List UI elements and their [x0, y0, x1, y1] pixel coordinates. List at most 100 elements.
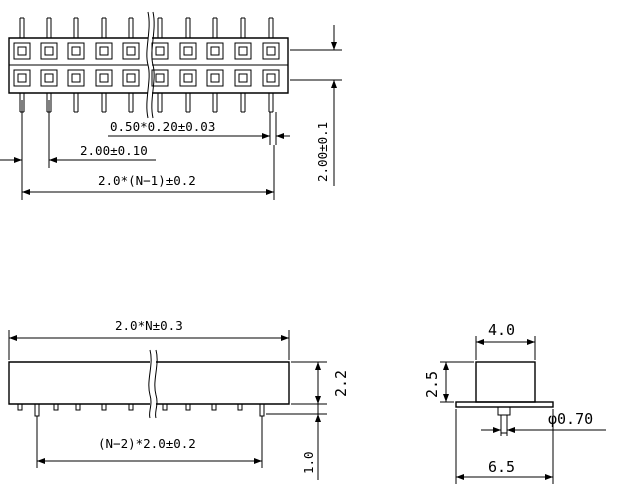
- end-height-arrow-top: [443, 362, 449, 370]
- contact-cell: [151, 42, 169, 60]
- side-view-pins: [17, 403, 265, 417]
- contact-cell: [122, 69, 140, 87]
- pin-dia-label: φ0.70: [548, 410, 593, 428]
- side-view-body-right: [156, 361, 290, 405]
- pin-width-label: 0.50*0.20±0.03: [110, 119, 215, 134]
- height-arrow-top: [315, 362, 321, 370]
- contact-hole: [183, 73, 193, 83]
- contact-cell: [40, 42, 58, 60]
- side-view-break-line-2: [154, 349, 158, 419]
- contact-hole: [238, 46, 248, 56]
- end-view-base: [455, 401, 554, 408]
- contact-cell: [206, 69, 224, 87]
- contact-hole: [238, 73, 248, 83]
- end-view: 4.0 2.5 φ0.70 6.5: [423, 321, 606, 484]
- side-pin: [53, 403, 59, 411]
- pin-width-arrow-1: [262, 133, 270, 139]
- contact-hole: [71, 73, 81, 83]
- contact-cell: [179, 69, 197, 87]
- contact-cell: [13, 42, 31, 60]
- contact-cell: [67, 69, 85, 87]
- side-view-break-line: [148, 349, 152, 419]
- side-pin: [259, 403, 265, 417]
- contact-hole: [17, 46, 27, 56]
- length-label: 2.0*N±0.3: [115, 318, 183, 333]
- pin-span-arrow-left: [37, 458, 45, 464]
- side-pin: [237, 403, 243, 411]
- contact-hole: [210, 46, 220, 56]
- pin-dia-arrow-right: [507, 427, 515, 433]
- end-view-pin-collar: [497, 406, 511, 416]
- row-pitch-arrow-bottom: [331, 80, 337, 88]
- pin-width-arrow-2: [276, 133, 284, 139]
- pin-span-label: (N−2)*2.0±0.2: [98, 436, 196, 451]
- base-width-label: 6.5: [488, 458, 515, 476]
- contact-cell: [179, 42, 197, 60]
- contact-hole: [99, 73, 109, 83]
- contact-hole: [126, 73, 136, 83]
- contact-cell: [67, 42, 85, 60]
- contact-hole: [155, 46, 165, 56]
- contact-cell: [40, 69, 58, 87]
- contact-hole: [126, 46, 136, 56]
- pitch-label: 2.00±0.10: [80, 143, 148, 158]
- top-width-label: 4.0: [488, 321, 515, 339]
- contact-cell: [95, 42, 113, 60]
- contact-hole: [183, 46, 193, 56]
- contact-hole: [266, 73, 276, 83]
- contact-hole: [210, 73, 220, 83]
- tail-arrow: [315, 414, 321, 422]
- top-view: 2.00±0.1 0.50*0.20±0.03 2.00±0.10 2.0*(N…: [0, 11, 342, 200]
- side-view-body-left: [8, 361, 150, 405]
- end-height-arrow-bottom: [443, 394, 449, 402]
- span-arrow-left: [22, 189, 30, 195]
- side-pin: [211, 403, 217, 411]
- end-height-label: 2.5: [423, 371, 441, 398]
- span-label: 2.0*(N−1)±0.2: [98, 173, 196, 188]
- pin-dia-arrow-left: [493, 427, 501, 433]
- side-pin: [101, 403, 107, 411]
- height-label: 2.2: [332, 370, 350, 397]
- contact-cell: [234, 69, 252, 87]
- height-arrow-bottom: [315, 396, 321, 404]
- side-pin: [75, 403, 81, 411]
- side-pin: [185, 403, 191, 411]
- contact-cell: [122, 42, 140, 60]
- contact-hole: [266, 46, 276, 56]
- contact-hole: [155, 73, 165, 83]
- base-width-arrow-right: [545, 474, 553, 480]
- base-width-arrow-left: [456, 474, 464, 480]
- contact-hole: [71, 46, 81, 56]
- length-arrow-right: [281, 335, 289, 341]
- contact-hole: [44, 73, 54, 83]
- pitch-arrow-left: [14, 157, 22, 163]
- contact-cell: [262, 69, 280, 87]
- span-arrow-right: [266, 189, 274, 195]
- end-view-pin: [500, 414, 508, 434]
- contact-cell: [206, 42, 224, 60]
- length-arrow-left: [9, 335, 17, 341]
- row-pitch-label: 2.00±0.1: [315, 122, 330, 182]
- tail-label: 1.0: [301, 451, 316, 474]
- top-view-contacts: [13, 42, 280, 87]
- row-pitch-arrow-top: [331, 42, 337, 50]
- side-pin: [34, 403, 40, 417]
- side-pin: [128, 403, 134, 411]
- top-view-break-line: [146, 11, 150, 119]
- side-view: 2.0*N±0.3 2.2 1.0 (N−2)*2.0±0.2: [8, 318, 350, 480]
- pitch-arrow-right: [49, 157, 57, 163]
- contact-cell: [95, 69, 113, 87]
- contact-cell: [234, 42, 252, 60]
- contact-cell: [13, 69, 31, 87]
- top-view-break-line-2: [151, 11, 155, 119]
- end-view-housing: [475, 361, 536, 403]
- side-pin: [17, 403, 23, 411]
- top-width-arrow-left: [476, 339, 484, 345]
- contact-hole: [17, 73, 27, 83]
- contact-hole: [99, 46, 109, 56]
- contact-hole: [44, 46, 54, 56]
- side-pin: [162, 403, 168, 411]
- top-view-pins: [19, 17, 274, 113]
- pin-span-arrow-right: [254, 458, 262, 464]
